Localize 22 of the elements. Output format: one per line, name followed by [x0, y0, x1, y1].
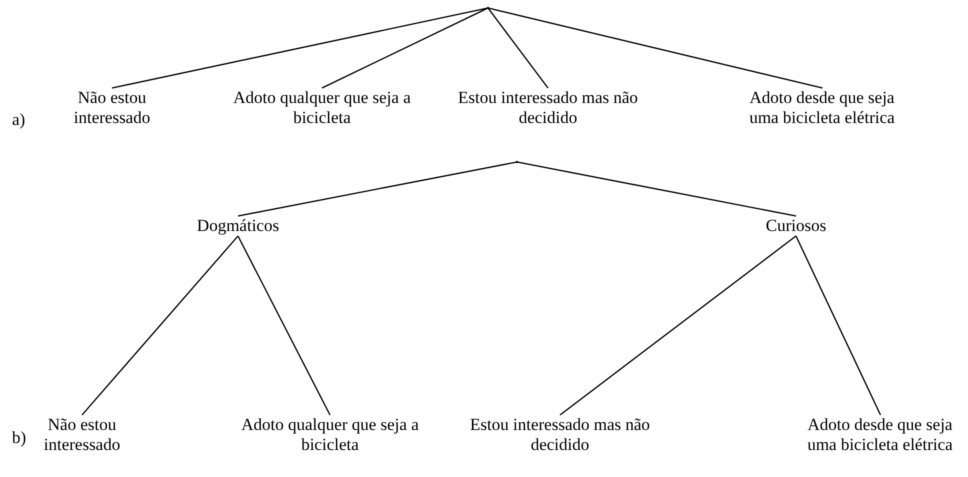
- node-label: Adoto qualquer que seja a bicicleta: [232, 88, 412, 128]
- node-label: Curiosos: [746, 216, 846, 236]
- connector-line: [82, 236, 238, 416]
- node-label: Estou interessado mas não decidido: [443, 88, 653, 128]
- connector-line: [795, 236, 882, 416]
- connector-line: [112, 7, 488, 89]
- node-label: Adoto qualquer que seja a bicicleta: [240, 415, 420, 455]
- node-label: Não estou interessado: [57, 88, 167, 128]
- connector-line: [560, 235, 796, 416]
- panel-label: a): [12, 110, 26, 130]
- panel-label: b): [12, 428, 26, 448]
- node-label: Dogmáticos: [183, 216, 293, 236]
- connector-line: [487, 8, 549, 88]
- connector-line: [237, 236, 331, 416]
- node-label: Estou interessado mas não decidido: [455, 415, 665, 455]
- node-label: Não estou interessado: [27, 415, 137, 455]
- connector-line: [238, 161, 518, 217]
- node-label: Adoto desde que seja uma bicicleta elétrica: [740, 88, 904, 128]
- connector-line: [488, 7, 823, 89]
- node-label: Adoto desde que seja uma bicicleta elétrica: [798, 415, 962, 455]
- connector-line: [516, 161, 796, 217]
- connector-line: [322, 7, 488, 89]
